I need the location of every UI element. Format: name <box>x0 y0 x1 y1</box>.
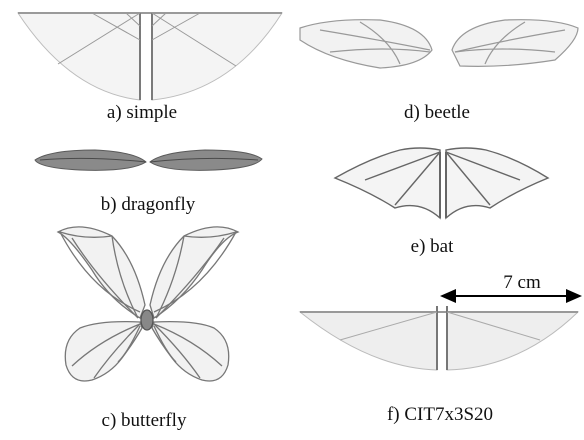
beetle-wings <box>300 20 578 68</box>
caption-simple: a) simple <box>107 102 177 124</box>
simple-wing <box>18 13 282 100</box>
caption-beetle: d) beetle <box>404 102 470 124</box>
caption-dragonfly: b) dragonfly <box>101 194 195 216</box>
scale-label: 7 cm <box>503 272 540 294</box>
butterfly-wings <box>58 227 238 381</box>
dragonfly-wings <box>35 150 262 170</box>
caption-butterfly: c) butterfly <box>102 410 187 432</box>
cit-wing <box>300 306 578 370</box>
caption-bat: e) bat <box>411 236 454 258</box>
bat-wings <box>335 148 548 218</box>
caption-cit: f) CIT7x3S20 <box>387 404 493 426</box>
